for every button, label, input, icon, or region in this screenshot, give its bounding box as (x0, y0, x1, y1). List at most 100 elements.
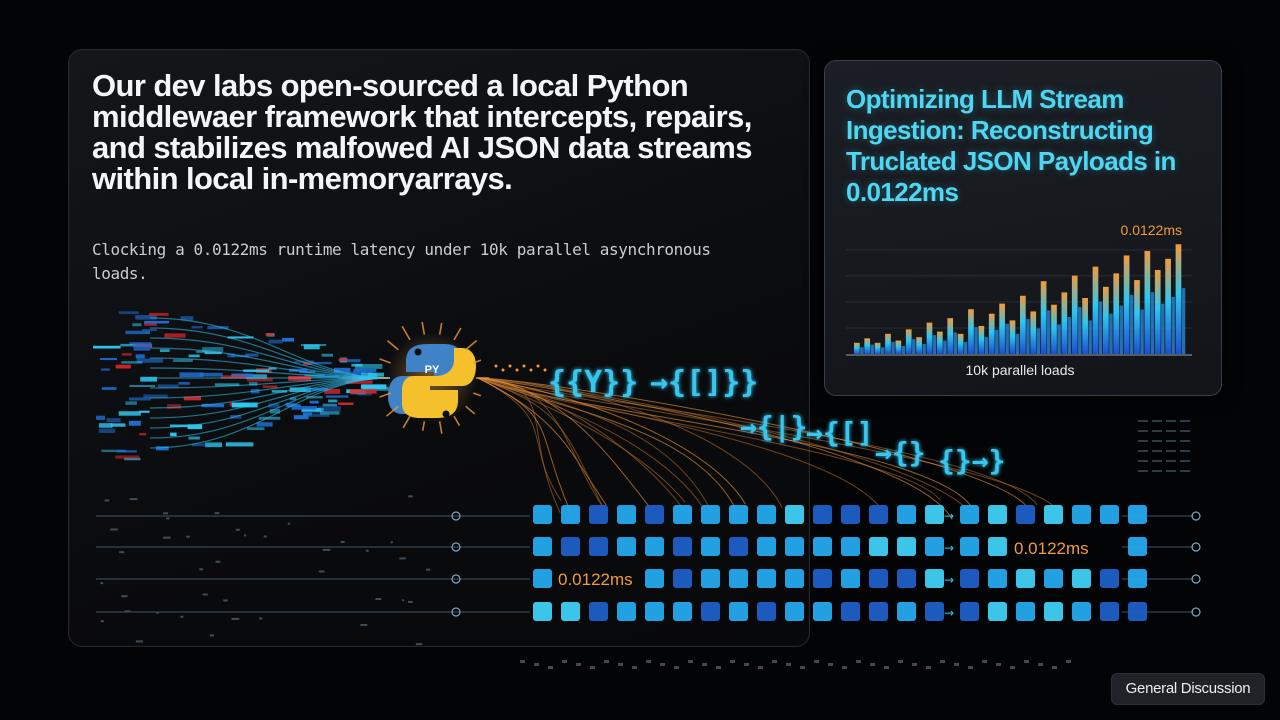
stream-pixel (118, 311, 139, 315)
stream-pixel (98, 428, 116, 433)
rail-tick (119, 551, 125, 554)
fan-line (477, 377, 714, 516)
chart-bar (854, 342, 860, 354)
chart-bar (1154, 270, 1161, 354)
stream-pixel (132, 323, 142, 327)
spark-ray (379, 392, 391, 398)
side-tick (1152, 430, 1162, 432)
stream-pixel (354, 363, 383, 369)
stream-pixel (139, 410, 150, 413)
rail-node (1191, 607, 1201, 617)
array-cell (1016, 569, 1035, 588)
array-cell (841, 602, 860, 621)
bottom-tick (968, 666, 973, 669)
category-tag[interactable]: General Discussion (1111, 673, 1265, 705)
bottom-tick (674, 666, 679, 669)
bottom-tick (842, 666, 847, 669)
chart-bar (999, 303, 1005, 354)
stream-pixel (199, 372, 223, 377)
array-cell (757, 537, 776, 556)
spark-ray (438, 322, 443, 335)
stream-pixel (118, 411, 141, 416)
rail-node (1191, 511, 1201, 521)
bottom-tick (702, 663, 707, 666)
side-tick (1166, 450, 1176, 452)
side-tick (1152, 420, 1162, 422)
rail-tick (215, 560, 221, 563)
rail-tick (186, 535, 190, 538)
fan-line (477, 377, 783, 508)
array-cell (960, 602, 979, 621)
chart-bar (1165, 258, 1171, 354)
bottom-tick (996, 663, 1001, 666)
stream-pixel (201, 403, 225, 408)
stream-pixel (289, 368, 308, 372)
array-cell (785, 569, 804, 588)
bottom-tick (772, 660, 777, 663)
spark-dot (522, 364, 526, 368)
chart-bar (916, 337, 922, 354)
array-cell (897, 537, 916, 556)
spark-ray (385, 405, 399, 417)
fan-line (477, 377, 604, 508)
chart-bar (885, 333, 891, 354)
chart-bar (1082, 298, 1088, 354)
stream-pixel (321, 353, 333, 357)
rail-tick (360, 623, 368, 626)
array-cell (1072, 602, 1091, 621)
fan-line (477, 377, 707, 514)
stream-pixel (178, 382, 190, 385)
chart-bar-shadow (1015, 333, 1020, 354)
spark-ray (379, 358, 391, 364)
chart-bar-shadow (891, 341, 895, 354)
spark-dot (543, 368, 547, 372)
token-braces-2: →{[]}} (650, 365, 758, 400)
inset-title: Optimizing LLM Stream Ingestion: Reconst… (846, 84, 1176, 207)
bottom-tick (1010, 666, 1015, 669)
side-tick (1166, 460, 1176, 462)
stream-pixel (143, 394, 168, 399)
chart-bar (1009, 320, 1016, 354)
fan-line (477, 377, 1038, 506)
side-tick (1138, 460, 1148, 462)
side-tick (1180, 450, 1190, 452)
array-cell (729, 537, 748, 556)
stream-pixel (122, 353, 132, 356)
chart-bar (968, 309, 974, 354)
fan-line (477, 377, 562, 501)
chart-bar (937, 331, 943, 354)
spark-dot (494, 364, 498, 368)
chart-bar (1103, 286, 1109, 354)
stream-pixel (268, 339, 283, 344)
array-cell (988, 505, 1007, 524)
chart-bar-shadow (953, 332, 958, 354)
stream-pixel (367, 372, 385, 377)
bottom-tick (786, 663, 791, 666)
array-cell (589, 602, 608, 621)
headline: Our dev labs open-sourced a local Python… (92, 68, 752, 196)
rail-tick (244, 534, 247, 537)
array-cell (1128, 602, 1147, 621)
stream-pixel (204, 351, 222, 355)
rail-tick (124, 610, 131, 613)
bottom-tick (1024, 660, 1029, 663)
rail-node (1191, 574, 1201, 584)
stream-pixel (309, 400, 319, 404)
array-cell (617, 505, 636, 524)
stream-pixel (249, 382, 258, 386)
array-cell (701, 505, 720, 524)
array-cell (869, 505, 888, 524)
stream-pixel (183, 396, 202, 401)
chart-bar-shadow (1150, 292, 1155, 354)
spark-rays (379, 321, 547, 434)
stream-pixel (293, 415, 309, 420)
stream-pixel (115, 364, 131, 369)
stream-pixel (133, 343, 152, 349)
array-cell (1100, 505, 1119, 524)
stream-pixel (125, 330, 151, 335)
array-cell (813, 602, 832, 621)
rail-tick (426, 568, 431, 571)
stream-pixel (290, 397, 297, 401)
stream-pixel (170, 424, 191, 428)
array-cell (561, 505, 580, 524)
